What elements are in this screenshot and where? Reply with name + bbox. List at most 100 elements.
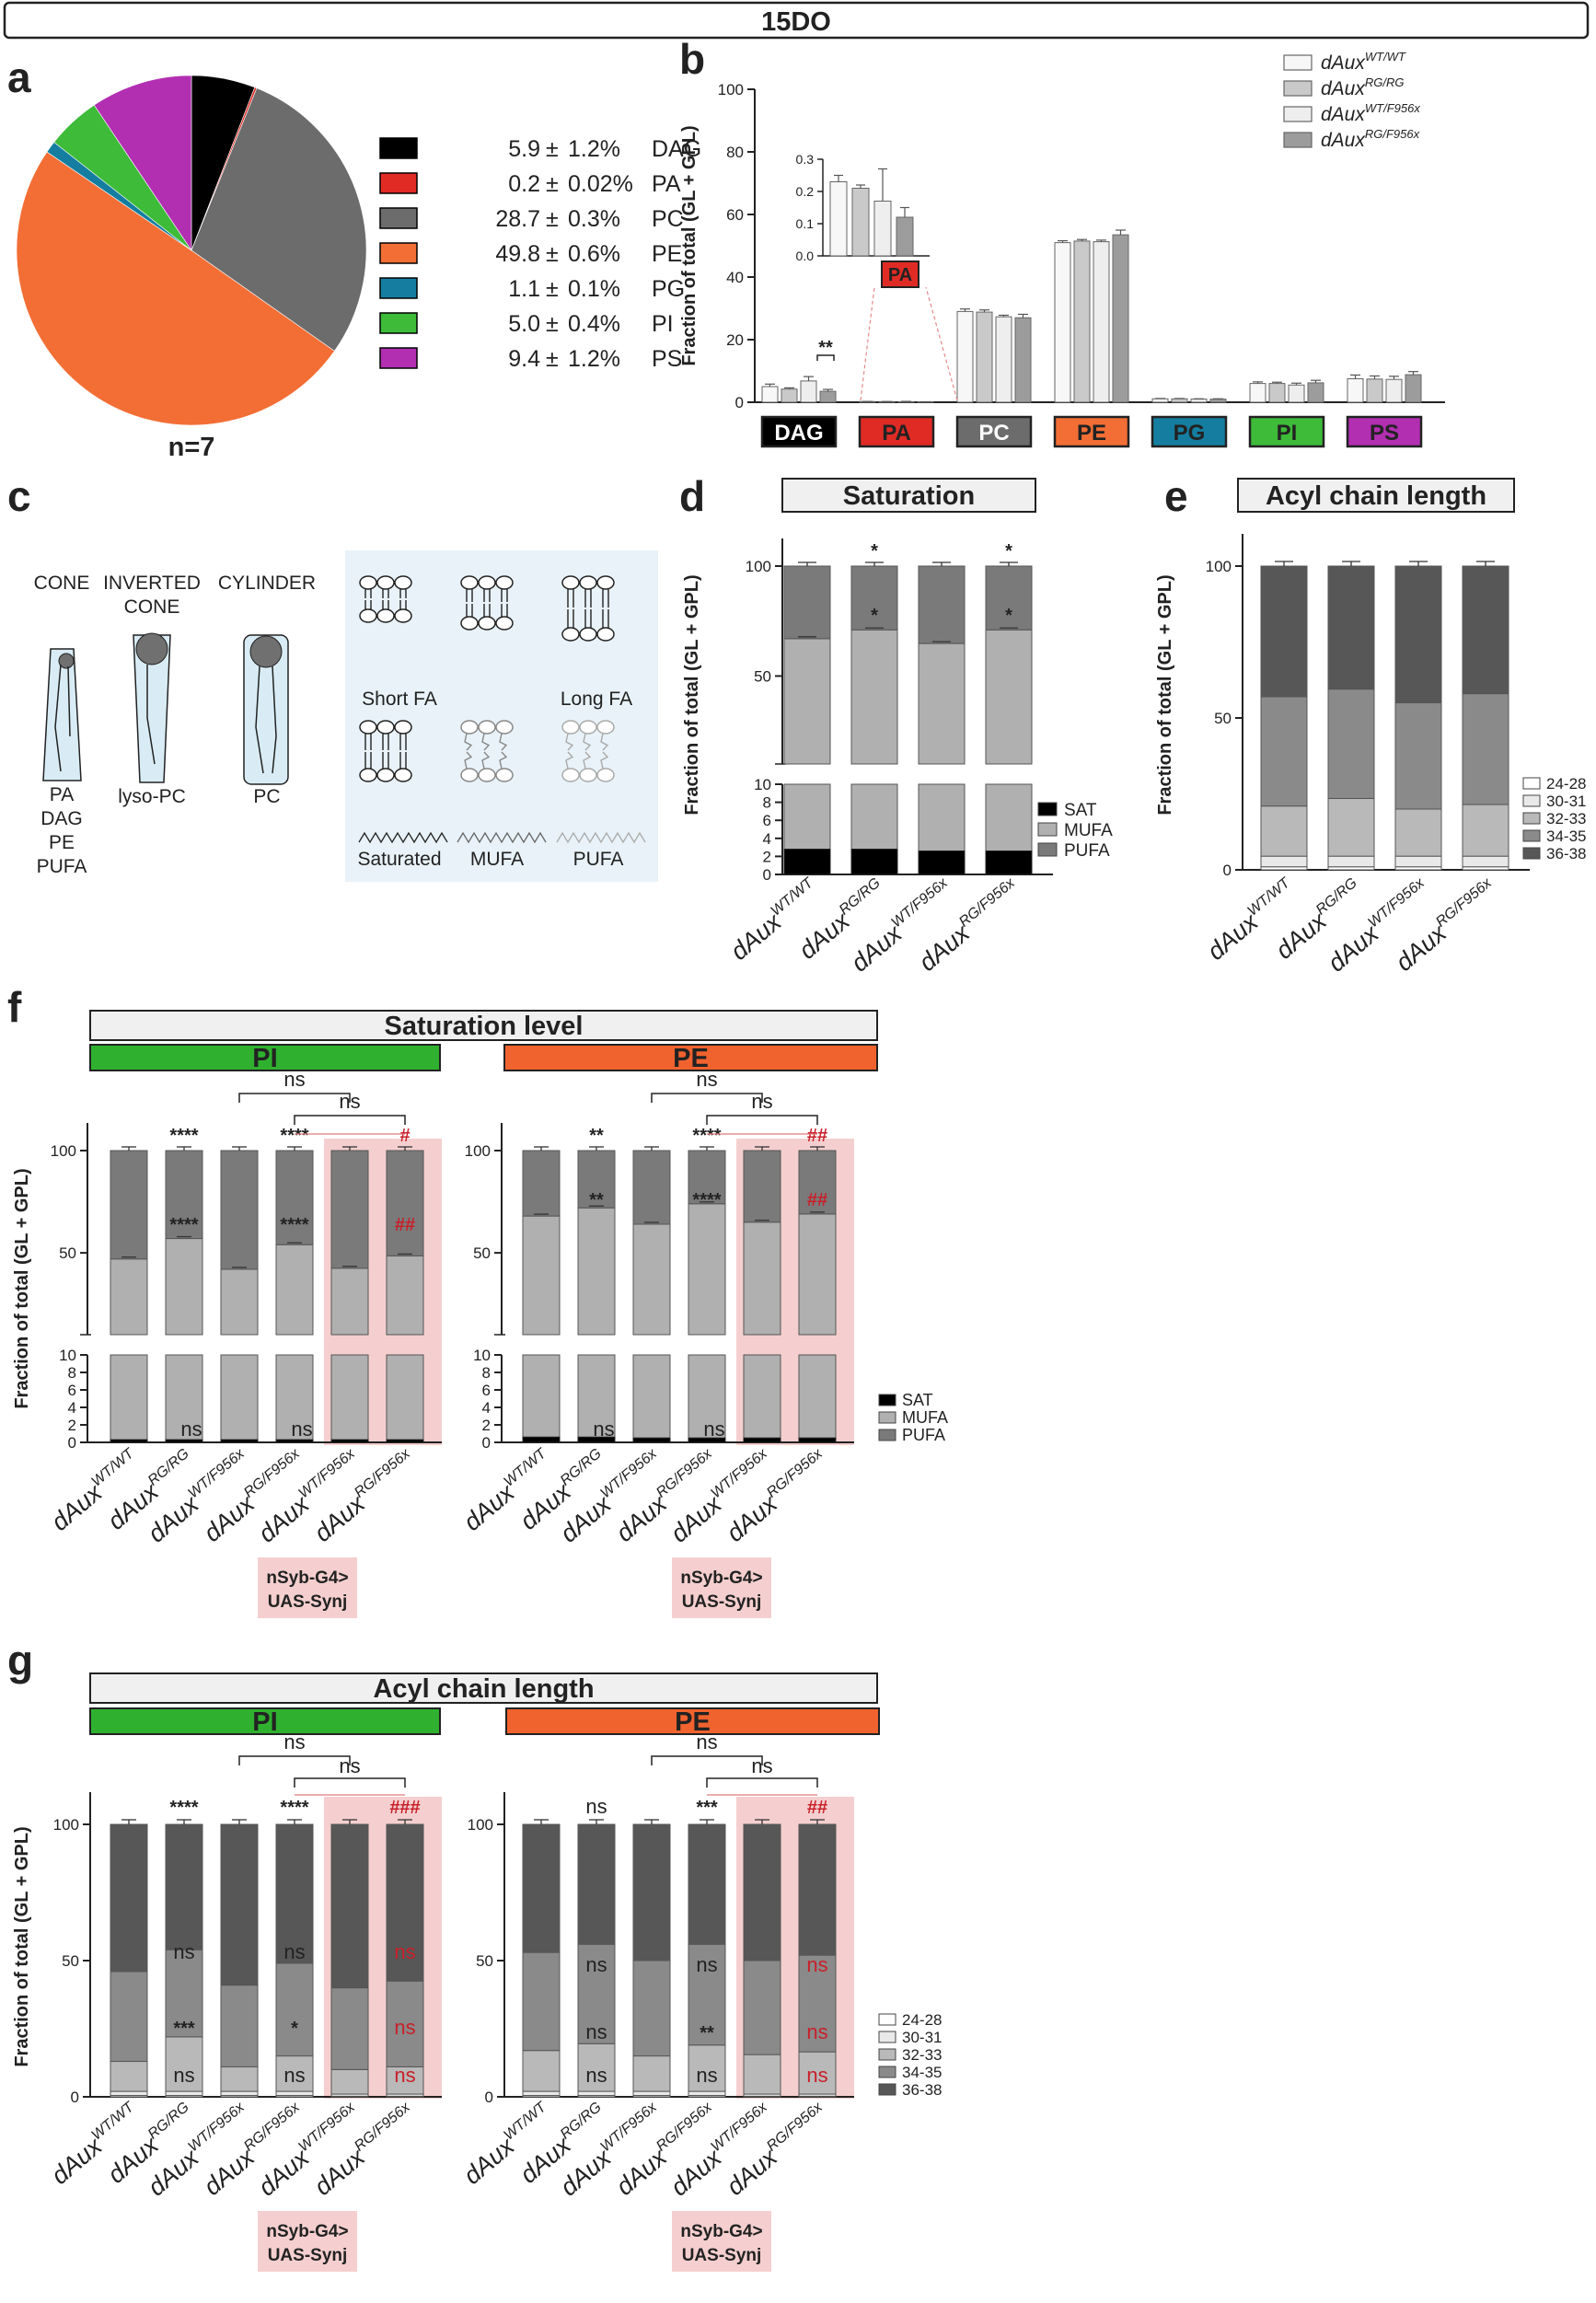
panel-f-pe-geno-1-sup: RG/RG	[558, 1446, 605, 1489]
bilayer-head-bottom	[478, 768, 496, 782]
panel-g-pe-ytick-label: 50	[476, 1952, 493, 1970]
panel-b-bar-pe-1	[1073, 240, 1091, 403]
panel-f-pi-bar-mufa-lower	[110, 1354, 148, 1441]
legend-sd-pc: 0.3%	[568, 206, 620, 232]
bilayer-tail	[364, 734, 372, 750]
panel-f-y-title: Fraction of total (GL + GPL)	[12, 1168, 32, 1408]
panel-e-ytick-label: 50	[1214, 710, 1232, 727]
panel-b-bar-pe-2	[1093, 241, 1110, 403]
panel-f-pi-geno-1-sup: RG/RG	[145, 1446, 192, 1489]
panel-b-ytick-label: 0	[735, 394, 744, 411]
bilayer-head-top	[394, 575, 412, 590]
panel-letter-e: e	[1164, 472, 1188, 520]
bilayer-tail	[600, 733, 609, 751]
panel-g-legend-0: 24-28	[902, 2011, 942, 2029]
panel-e-legend-0: 24-28	[1546, 775, 1586, 793]
bilayer-unit	[460, 720, 514, 782]
bilayer-tail	[364, 600, 372, 609]
pie-legend: 5.9±1.2%DAG0.2±0.02%PA28.7±0.3%PC49.8±0.…	[379, 136, 701, 372]
panel-e-legend-swatch-3	[1522, 829, 1541, 842]
panel-f-pi-bar-pufa	[386, 1150, 424, 1256]
panel-b-inset-bar-1	[851, 188, 870, 257]
panel-g-title-box	[89, 1672, 878, 1704]
panel-d-ytick-label-lower: 8	[763, 794, 771, 812]
legend-sd-pi: 0.4%	[568, 311, 620, 337]
panel-d-ytick-label-lower: 10	[754, 776, 771, 793]
panel-e-bar-seg-2	[1260, 805, 1308, 857]
panel-b-legend-sup: RG/RG	[1365, 75, 1405, 89]
panel-f-pi-bar-pufa	[275, 1150, 314, 1245]
panel-b-inset-ytick-label: 0.2	[796, 184, 815, 199]
pie-slices	[16, 75, 367, 426]
panel-g-pe-bar-seg-3	[688, 1943, 726, 2046]
bilayer-tail	[602, 609, 609, 628]
panel-f-pi-bar-mufa-upper	[165, 1238, 203, 1336]
panel-d-bar-pufa	[918, 565, 966, 644]
panel-b-bar-pi-3	[1307, 382, 1324, 403]
bilayer-tail	[483, 589, 491, 602]
panel-e-bar-seg-3	[1327, 689, 1375, 799]
panel-d-legend-swatch-pufa	[1037, 842, 1058, 857]
panel-f-pe-sig-low-3: ns	[703, 1418, 724, 1441]
panel-f-pe-bar-mufa-lower	[522, 1354, 561, 1438]
schematic-label-short: Short FA	[362, 689, 437, 710]
panel-g-pi-bar-seg-4	[165, 1823, 203, 1950]
panel-b-catbox-ps	[1346, 415, 1423, 448]
panel-f-pi-bar-mufa-lower	[275, 1354, 314, 1441]
panel-d-sig: *	[1005, 541, 1012, 561]
bilayer-head-bottom	[579, 627, 597, 642]
panel-g-pi-geno-1-sup: RG/RG	[145, 2100, 192, 2143]
legend-mean-dag: 5.9	[508, 136, 540, 162]
panel-letter-f: f	[7, 983, 22, 1031]
panel-f-sub-pi-box	[89, 1044, 441, 1071]
legend-pm-pa: ±	[546, 171, 559, 197]
panel-g-pe-bar-seg-4	[577, 1823, 616, 1945]
bilayer-head-top	[495, 575, 514, 590]
panel-f-legend-swatch-pufa	[878, 1429, 896, 1441]
panel-f-pi-bracket-ns2	[294, 1115, 406, 1125]
legend-swatch-pe	[379, 242, 418, 264]
panel-g-pe-sig-low-5: ns	[806, 2064, 827, 2087]
bilayer-head-bottom	[596, 768, 615, 782]
panel-e-legend-swatch-1	[1522, 794, 1541, 807]
panel-b-inset-bar-3	[896, 216, 914, 257]
panel-b-legend-sup: WT/WT	[1365, 50, 1406, 64]
panel-f-pi-ns1: ns	[283, 1068, 305, 1091]
panel-g-sub-pi-box	[89, 1707, 441, 1735]
panel-g-pe-bar-seg-2	[577, 2043, 616, 2092]
panel-e-legend-swatch-4	[1522, 847, 1541, 860]
bilayer-head-bottom	[376, 768, 395, 782]
panel-f-pi-bar-sat	[275, 1439, 314, 1443]
shape-cone-label: PUFA	[37, 856, 87, 877]
panel-e-bar-seg-4	[1462, 565, 1509, 695]
panel-g-pi-sig-umid-3: ns	[283, 1940, 305, 1963]
panel-g-legend-swatch-1	[878, 2031, 896, 2043]
panel-g-legend-3: 34-35	[902, 2064, 942, 2081]
panel-e-legend-3: 34-35	[1546, 827, 1586, 845]
panel-d-ytick-label-lower: 6	[763, 812, 771, 829]
legend-pm-dag: ±	[546, 136, 559, 162]
bilayer-head-top	[460, 720, 479, 735]
panel-f-pe-ytick-label-lower: 2	[482, 1417, 491, 1434]
panel-g-pe-ns2: ns	[751, 1754, 772, 1777]
legend-name-ps: PS	[652, 346, 682, 372]
bilayer-head-bottom	[495, 616, 514, 631]
legend-sd-dag: 1.2%	[568, 136, 620, 162]
zigzag-pufa	[556, 831, 646, 844]
bilayer-head-top	[478, 575, 496, 590]
panel-b-bar-pc-2	[995, 316, 1012, 403]
bilayer-head-top	[561, 575, 580, 590]
panel-f-pe-ytick-label-lower: 0	[482, 1434, 491, 1452]
legend-mean-pa: 0.2	[508, 171, 540, 197]
bilayer-tail	[584, 609, 592, 628]
panel-d-geno-2-sup: WT/F956x	[888, 874, 951, 931]
legend-pm-pe: ±	[546, 241, 559, 267]
panel-b-bar-ps-2	[1385, 378, 1403, 403]
panel-b-legend-sup: RG/F956x	[1365, 127, 1420, 141]
panel-g-pe-sig-umid-1: ns	[585, 1953, 607, 1976]
panel-g-pe-rescue-label-bg	[672, 2211, 771, 2272]
panel-e-geno-3-sup: RG/F956x	[1433, 874, 1496, 931]
panel-d-sig: *	[871, 541, 878, 561]
